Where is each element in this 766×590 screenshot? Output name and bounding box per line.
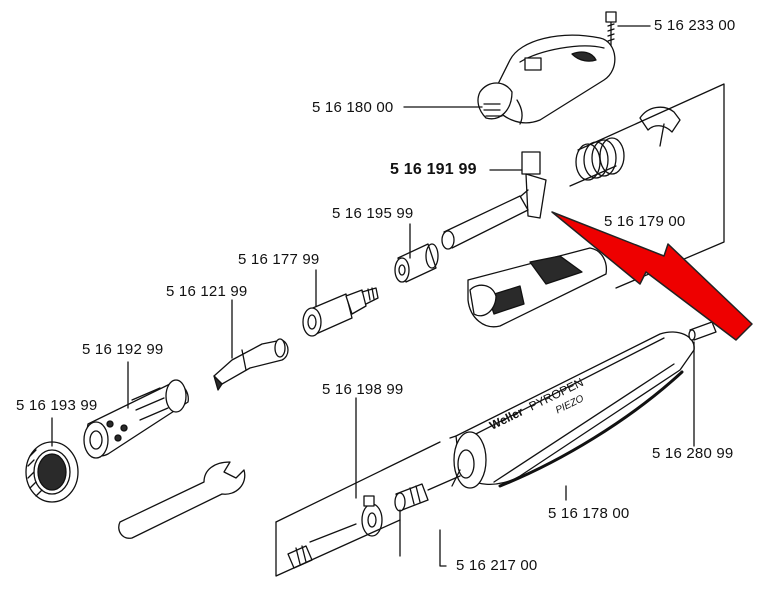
label-handle: 5 16 178 00	[548, 505, 630, 522]
top-cap-part	[477, 34, 616, 125]
label-nut: 5 16 193 99	[16, 397, 98, 414]
label-top-cap: 5 16 180 00	[312, 99, 394, 116]
label-valve-set: 5 16 198 99	[322, 381, 404, 398]
tip-part	[213, 338, 289, 391]
lever-part	[441, 151, 547, 250]
label-lever: 5 16 191 99	[390, 161, 477, 178]
assembly-bracket	[439, 529, 447, 567]
valve-part	[287, 475, 461, 569]
label-burner: 5 16 177 99	[238, 251, 320, 268]
screw-part	[605, 11, 617, 49]
shroud-part	[83, 379, 189, 459]
burner-part	[302, 287, 379, 337]
highlight-arrow-icon	[551, 211, 753, 341]
nut-part	[25, 441, 79, 503]
sleeve-part	[394, 243, 439, 283]
label-shroud: 5 16 192 99	[82, 341, 164, 358]
label-tip: 5 16 121 99	[166, 283, 248, 300]
label-screw: 5 16 233 00	[654, 17, 736, 34]
handle-part	[449, 331, 695, 489]
housing-shell-part	[467, 247, 608, 328]
spring-part	[575, 137, 625, 181]
assembly-bracket	[275, 441, 441, 523]
label-housing-shell: 5 16 179 00	[604, 213, 686, 230]
clip-part	[639, 106, 681, 147]
label-sleeve: 5 16 195 99	[332, 205, 414, 222]
assembly-bracket	[275, 519, 401, 577]
wrench-part	[118, 461, 246, 539]
assembly-bracket	[569, 165, 617, 187]
pin-part	[688, 321, 717, 341]
label-jet: 5 16 217 00	[456, 557, 538, 574]
label-pin: 5 16 280 99	[652, 445, 734, 462]
